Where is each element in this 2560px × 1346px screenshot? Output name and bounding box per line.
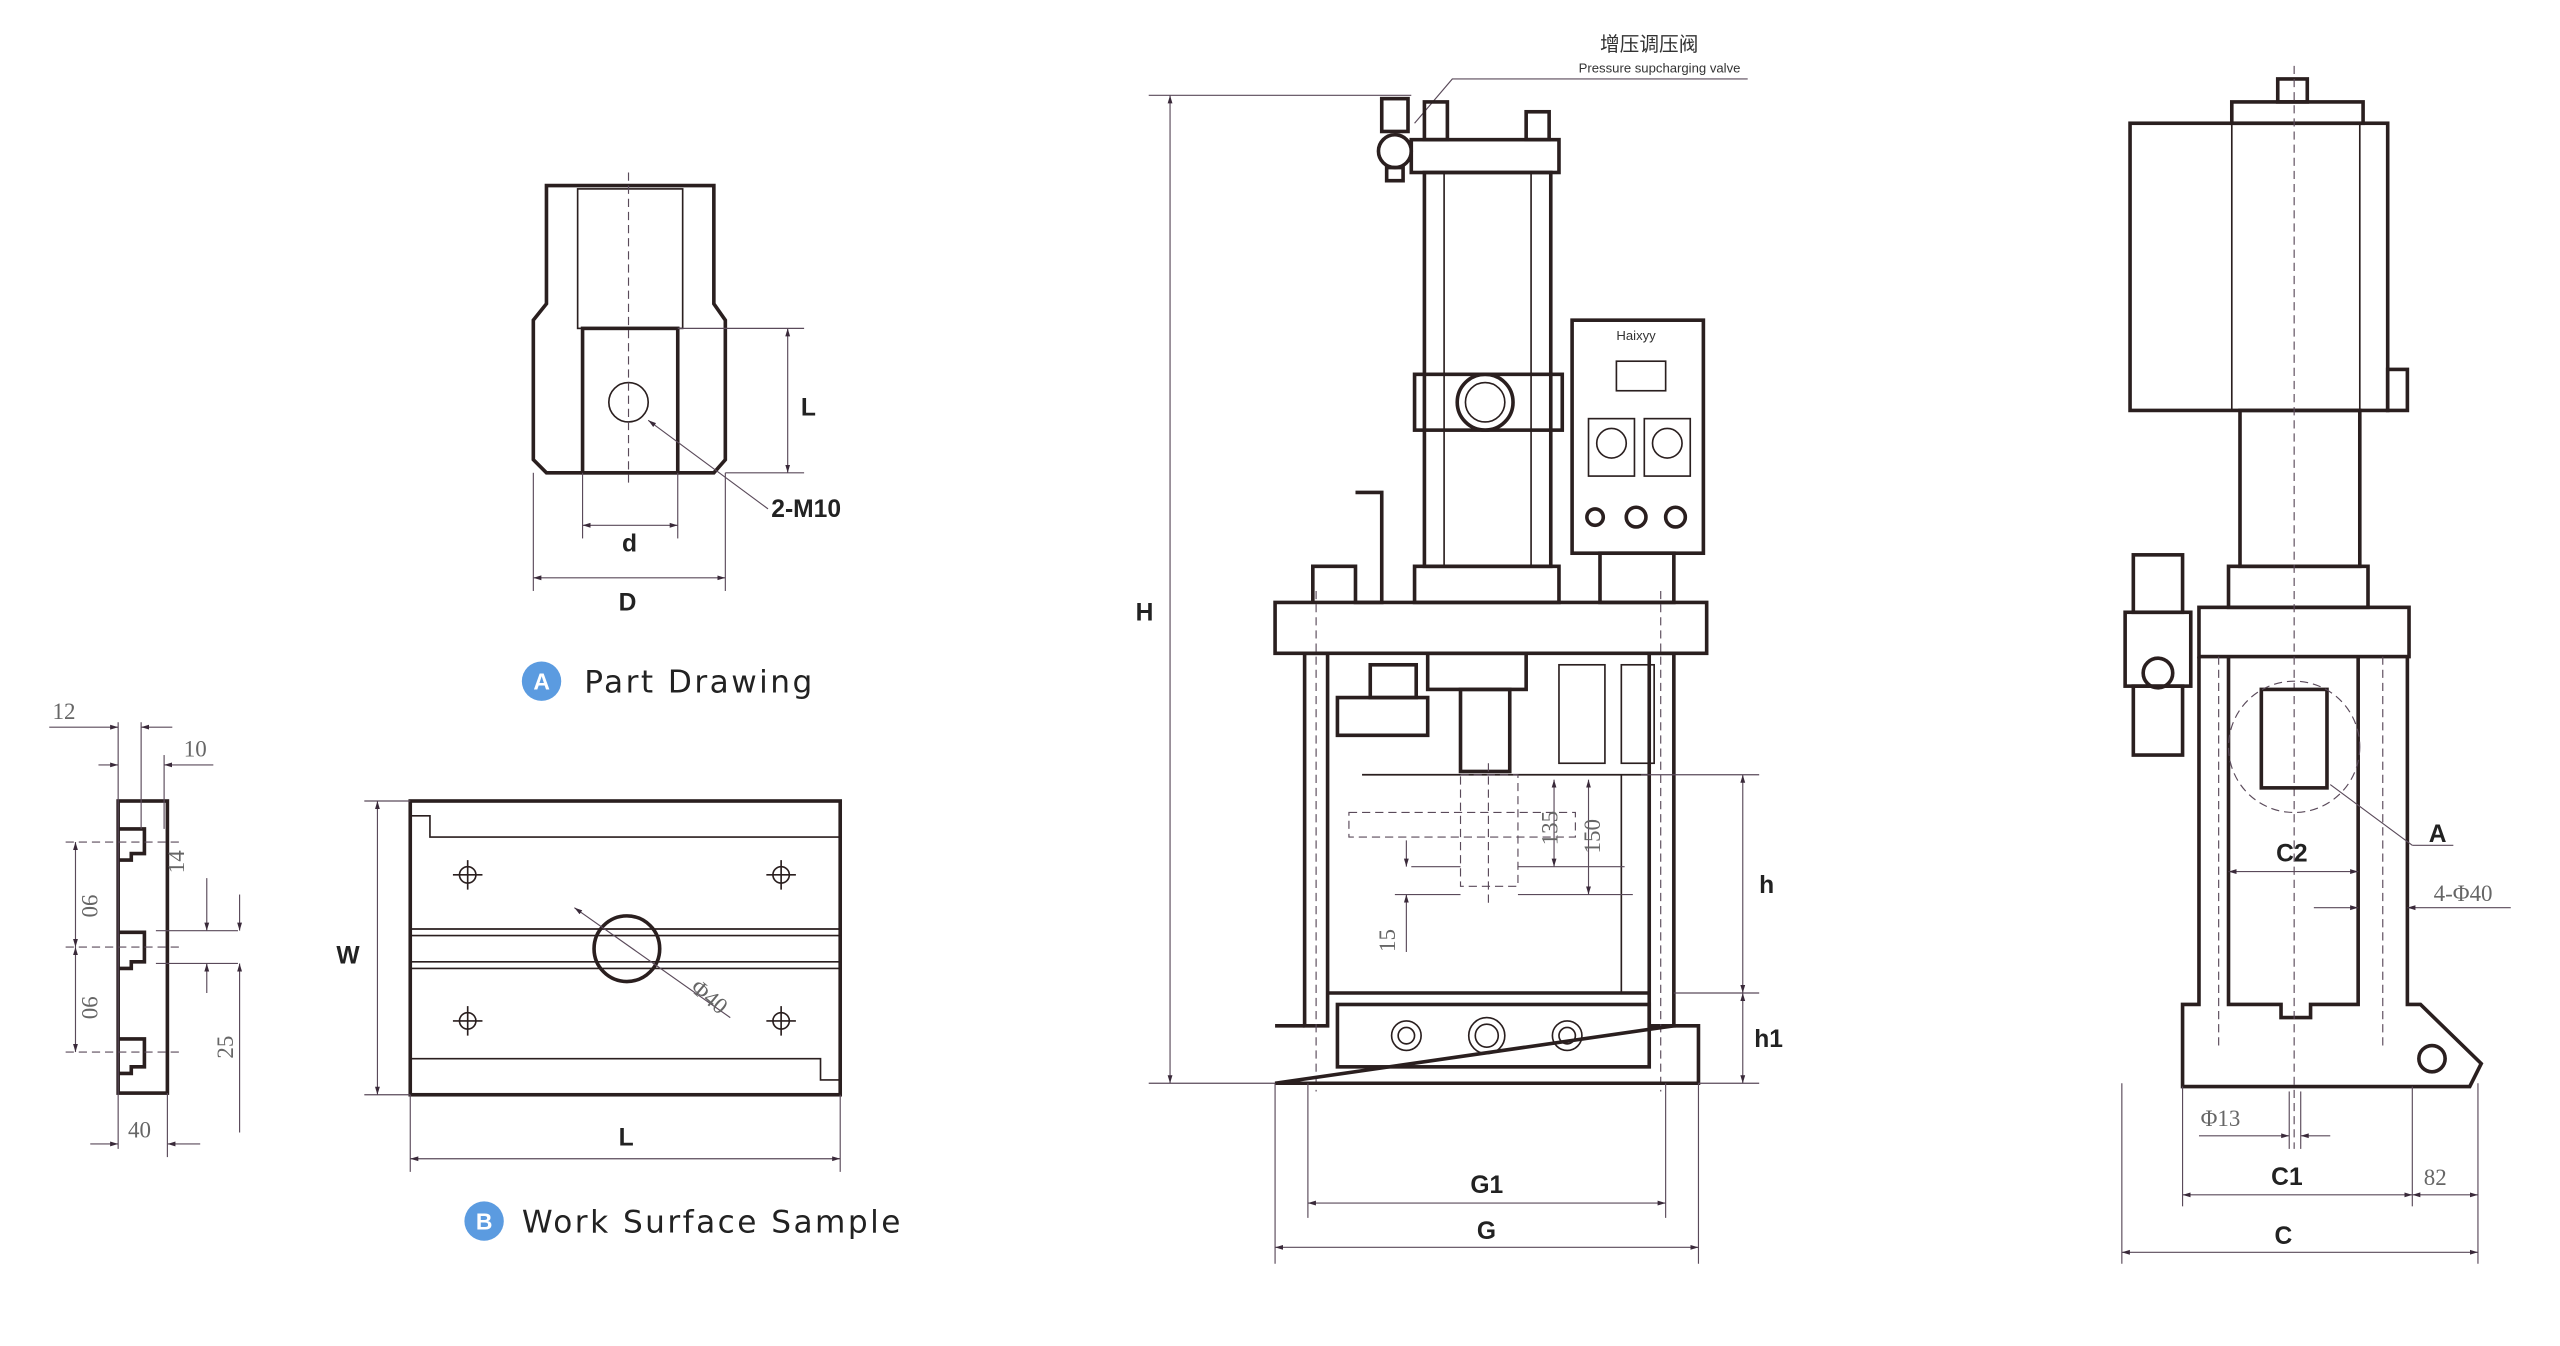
badge-a-icon bbox=[521, 661, 562, 701]
dim-C: C bbox=[2274, 1223, 2292, 1250]
part-drawing: L 2-M10 d D A Part Drawing bbox=[521, 172, 841, 701]
thread-label: 2-M10 bbox=[771, 496, 841, 523]
dim-40: 40 bbox=[128, 1117, 151, 1142]
dim-L: L bbox=[801, 394, 816, 421]
dim-D: D bbox=[619, 590, 637, 617]
dim-G1: G1 bbox=[1470, 1172, 1503, 1199]
filter-regulator bbox=[2123, 553, 2193, 757]
valve-gauge-icon bbox=[1376, 132, 1414, 170]
valve-label-cn: 增压调压阀 bbox=[1600, 33, 1698, 56]
center-hole bbox=[592, 914, 662, 984]
dim-82: 82 bbox=[2424, 1165, 2447, 1190]
part-drawing-caption: Part Drawing bbox=[584, 665, 815, 701]
dim-150: 150 bbox=[1580, 819, 1605, 853]
dim-135: 135 bbox=[1537, 811, 1562, 845]
tslot-profile: 90 90 12 10 14 25 40 bbox=[49, 699, 243, 1158]
dim-h1: h1 bbox=[1754, 1026, 1783, 1053]
detail-A: A bbox=[2429, 821, 2447, 848]
control-brand: Haixyy bbox=[1616, 328, 1656, 343]
table-holes bbox=[1390, 1016, 1583, 1055]
pressure-gauge-icon bbox=[1455, 372, 1515, 432]
valve-label-en: Pressure supcharging valve bbox=[1579, 60, 1741, 75]
dim-d: d bbox=[622, 531, 637, 558]
dim-W: W bbox=[336, 942, 360, 969]
badge-b-icon bbox=[464, 1201, 504, 1241]
badge-a: A bbox=[533, 668, 550, 694]
dim-25: 25 bbox=[213, 1036, 238, 1059]
dim-phi13: Φ13 bbox=[2201, 1106, 2241, 1131]
dim-C1: C1 bbox=[2271, 1164, 2302, 1191]
dim-90-a: 90 bbox=[77, 895, 102, 918]
dim-phi40: Φ40 bbox=[686, 974, 733, 1019]
dim-H: H bbox=[1136, 599, 1154, 626]
press-side-view: A C2 4-Φ40 Φ13 C1 82 C bbox=[2121, 65, 2511, 1264]
work-surface-caption: Work Surface Sample bbox=[522, 1205, 903, 1241]
dim-4-phi40: 4-Φ40 bbox=[2434, 881, 2493, 906]
dim-C2: C2 bbox=[2276, 841, 2307, 868]
dim-14: 14 bbox=[164, 850, 189, 873]
badge-b: B bbox=[476, 1208, 493, 1234]
dim-90-b: 90 bbox=[77, 996, 102, 1019]
press-front-view: 增压调压阀 Pressure supcharging valve Haixyy bbox=[1136, 33, 1783, 1264]
work-surface: Φ40 W L B Work Surface Sample bbox=[336, 799, 903, 1241]
control-box: Haixyy bbox=[1570, 318, 1706, 605]
dim-15: 15 bbox=[1375, 929, 1400, 952]
dim-L-surface: L bbox=[619, 1125, 634, 1152]
dim-G: G bbox=[1477, 1218, 1496, 1245]
base-hole bbox=[2417, 1043, 2447, 1074]
dim-10: 10 bbox=[184, 737, 207, 762]
mounting-holes bbox=[452, 860, 796, 1036]
dim-12: 12 bbox=[53, 699, 76, 724]
dim-h: h bbox=[1759, 872, 1774, 899]
